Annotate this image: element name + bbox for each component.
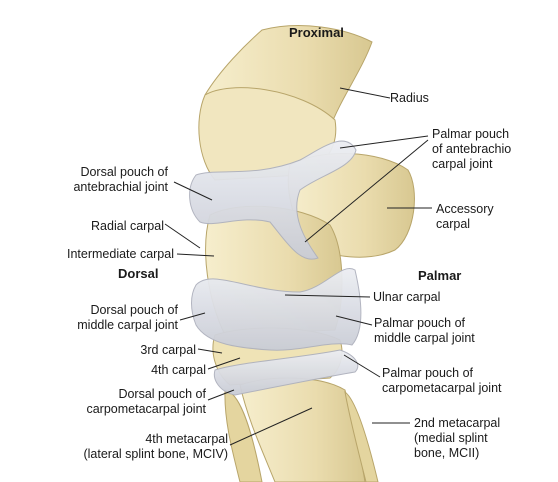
label-line: carpometacarpal joint <box>382 381 502 395</box>
label-intermediate-carpal: Intermediate carpal <box>66 247 174 261</box>
label-line: antebrachial joint <box>73 180 168 194</box>
label-line: carpal <box>436 217 471 231</box>
antebrachiocarpal-capsule <box>189 140 357 260</box>
label-palmar-pouch-middle: Palmar pouch of middle carpal joint <box>374 316 475 346</box>
label-dorsal-pouch-antebrachial: Dorsal pouch of antebrachial joint <box>73 165 168 195</box>
leader-third-carpal <box>197 348 223 354</box>
label-line: Palmar pouch of <box>374 316 466 330</box>
label-line: Accessory <box>436 202 494 216</box>
label-accessory-carpal: Accessory carpal <box>436 202 494 232</box>
leader-radial-carpal <box>164 223 201 249</box>
label-proximal: Proximal <box>289 25 344 40</box>
label-line: Palmar pouch <box>432 127 510 141</box>
label-dorsal-pouch-carpometacarpal: Dorsal pouch of carpometacarpal joint <box>86 387 206 417</box>
label-line: middle carpal joint <box>77 318 178 332</box>
label-palmar-pouch-carpometacarpal: Palmar pouch of carpometacarpal joint <box>382 366 502 396</box>
label-line: (lateral splint bone, MCIV) <box>83 447 228 461</box>
label-line: Dorsal pouch of <box>118 387 206 401</box>
label-ulnar-carpal: Ulnar carpal <box>373 290 441 304</box>
label-dorsal-pouch-middle: Dorsal pouch of middle carpal joint <box>77 303 178 333</box>
label-fourth-carpal: 4th carpal <box>151 363 206 377</box>
leader-palmar-antebrachio-2 <box>304 139 429 243</box>
leader-lines <box>164 87 432 446</box>
label-line: carpal joint <box>432 157 493 171</box>
leader-fourth-carpal <box>207 357 241 370</box>
carpometacarpal-capsule <box>213 349 359 396</box>
middle-carpal-capsule <box>191 268 362 351</box>
label-line: (medial splint <box>414 431 488 445</box>
label-palmar: Palmar <box>418 268 462 283</box>
label-second-metacarpal: 2nd metacarpal (medial splint bone, MCII… <box>414 416 500 461</box>
label-line: Dorsal pouch of <box>90 303 178 317</box>
leader-ulnar-carpal <box>284 294 371 298</box>
leader-intermediate-carpal <box>176 253 215 257</box>
leader-fourth-metacarpal <box>229 407 313 446</box>
leader-palmar-carpometacarpal <box>343 354 381 378</box>
label-line: 2nd metacarpal <box>414 416 501 430</box>
label-line: 4th metacarpal <box>145 432 228 446</box>
leader-dorsal-middle <box>179 312 206 321</box>
label-line: carpometacarpal joint <box>86 402 206 416</box>
label-dorsal: Dorsal <box>118 266 159 281</box>
label-radial-carpal: Radial carpal <box>91 219 164 233</box>
label-line: bone, MCII) <box>414 446 480 460</box>
leader-palmar-antebrachio-1 <box>339 135 429 149</box>
label-palmar-pouch-antebrachio: Palmar pouch of antebrachio carpal joint <box>432 127 511 172</box>
leader-dorsal-antebrachial <box>173 181 213 201</box>
label-third-carpal: 3rd carpal <box>140 343 196 357</box>
leader-dorsal-carpometacarpal <box>207 389 235 401</box>
label-line: Palmar pouch of <box>382 366 474 380</box>
label-line: of antebrachio <box>432 142 512 156</box>
label-fourth-metacarpal: 4th metacarpal (lateral splint bone, MCI… <box>83 432 228 462</box>
leader-radius <box>339 87 391 99</box>
leader-palmar-middle <box>335 315 373 326</box>
label-line: middle carpal joint <box>374 331 475 345</box>
splint-bones <box>224 389 379 482</box>
label-radius: Radius <box>390 91 429 105</box>
label-line: Dorsal pouch of <box>80 165 168 179</box>
